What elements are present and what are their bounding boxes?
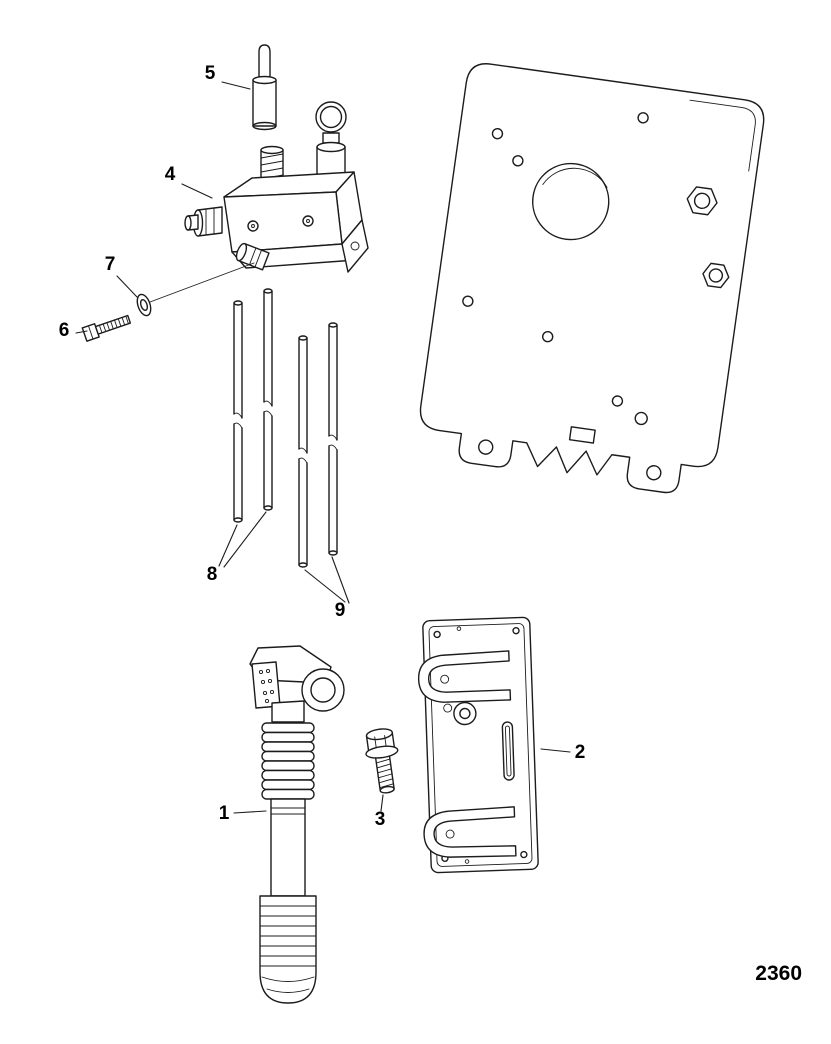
primer-pump-drawing (249, 645, 345, 1004)
hex-bolt-drawing (365, 728, 399, 794)
plunger-pin-drawing (252, 44, 277, 131)
callout-label-2: 2 (575, 742, 586, 763)
callout-label-1: 1 (219, 803, 230, 824)
fuel-tube-drawing (233, 300, 243, 523)
fuel-tubes-left-pair-drawing (233, 288, 273, 523)
callout-label-7: 7 (105, 254, 116, 275)
callout-label-8: 8 (207, 564, 218, 585)
mounting-bracket-drawing (417, 616, 539, 874)
callout-label-9: 9 (335, 600, 346, 621)
fuel-valve-assembly-drawing (149, 44, 369, 303)
valve-body-drawing (184, 171, 369, 273)
callout-label-3: 3 (375, 809, 386, 830)
screw-drawing (81, 314, 132, 342)
callout-label-5: 5 (205, 63, 216, 84)
figure-number: 2360 (755, 962, 802, 985)
callout-label-4: 4 (165, 164, 176, 185)
washer-drawing (136, 293, 152, 317)
fuel-tube-drawing (298, 335, 308, 568)
assembly-axis-line (149, 262, 255, 303)
fuel-tube-drawing (328, 322, 338, 556)
fuel-tube-drawing (263, 288, 273, 511)
pump-knob (301, 668, 345, 712)
leader-lines (75, 81, 571, 814)
mounting-plate-drawing (419, 63, 765, 494)
fuel-tubes-right-pair-drawing (298, 322, 338, 568)
callout-label-6: 6 (59, 320, 70, 341)
